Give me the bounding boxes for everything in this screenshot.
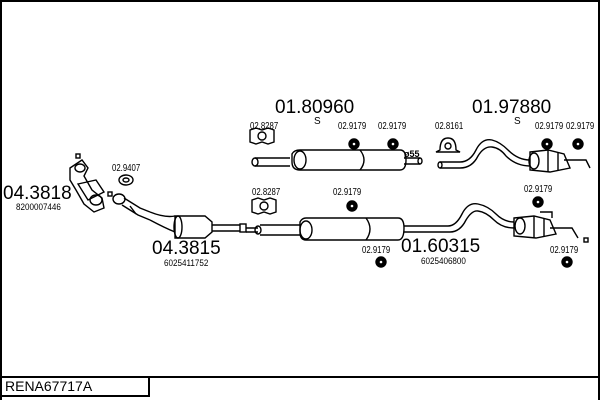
footer-rule <box>0 376 600 378</box>
clamp-icon[interactable] <box>435 137 461 153</box>
accessory-label: 02.9179 <box>524 184 553 195</box>
oem-number-label: 6025406800 <box>421 256 466 267</box>
accessory-label: 02.8287 <box>250 121 279 132</box>
accessory-label: 02.9179 <box>362 245 391 256</box>
part-suffix-label: S <box>514 116 521 127</box>
lower-middle-silencer-part[interactable] <box>246 203 515 241</box>
rubber-mount-icon[interactable] <box>572 138 584 150</box>
accessory-label: 02.9407 <box>112 163 141 174</box>
oem-number-label: 8200007446 <box>16 202 61 213</box>
accessory-label: 02.9179 <box>550 245 579 256</box>
accessory-label: 02.9179 <box>333 187 362 198</box>
accessory-label: 02.9179 <box>338 121 367 132</box>
accessory-label: 02.9179 <box>566 121 595 132</box>
part-number-label: 04.3815 <box>152 238 221 259</box>
part-number-label: 01.80960 <box>275 97 355 118</box>
frame-top-border <box>0 0 600 2</box>
rubber-mount-icon[interactable] <box>375 256 387 268</box>
manifold-catalyst-part[interactable] <box>69 153 106 213</box>
reference-box <box>2 377 150 397</box>
rear-silencer-part[interactable] <box>437 139 591 173</box>
front-pipe-part[interactable] <box>107 191 176 233</box>
part-suffix-label: S <box>314 116 321 127</box>
rubber-mount-icon[interactable] <box>346 200 358 212</box>
rubber-mount-icon[interactable] <box>561 256 573 268</box>
middle-silencer-part[interactable] <box>251 149 423 171</box>
lower-rear-silencer-part[interactable] <box>513 211 589 243</box>
gasket-icon[interactable] <box>118 174 134 186</box>
rubber-mount-icon[interactable] <box>541 138 553 150</box>
clamp-icon[interactable] <box>251 197 277 215</box>
rubber-mount-icon[interactable] <box>532 196 544 208</box>
diameter-note: ø55 <box>404 149 420 159</box>
frame-left-border <box>0 0 2 400</box>
reference-code: RENA67717A <box>5 378 93 394</box>
accessory-label: 02.9179 <box>378 121 407 132</box>
oem-number-label: 6025411752 <box>164 258 209 269</box>
part-number-label: 04.3818 <box>3 183 72 204</box>
accessory-label: 02.8161 <box>435 121 464 132</box>
clamp-icon[interactable] <box>249 127 275 145</box>
catalytic-converter-part[interactable] <box>173 215 247 239</box>
frame-right-border <box>598 0 600 400</box>
accessory-label: 02.8287 <box>252 187 281 198</box>
rubber-mount-icon[interactable] <box>348 138 360 150</box>
rubber-mount-icon[interactable] <box>387 138 399 150</box>
accessory-label: 02.9179 <box>535 121 564 132</box>
part-number-label: 01.60315 <box>401 236 481 257</box>
part-number-label: 01.97880 <box>472 97 552 118</box>
